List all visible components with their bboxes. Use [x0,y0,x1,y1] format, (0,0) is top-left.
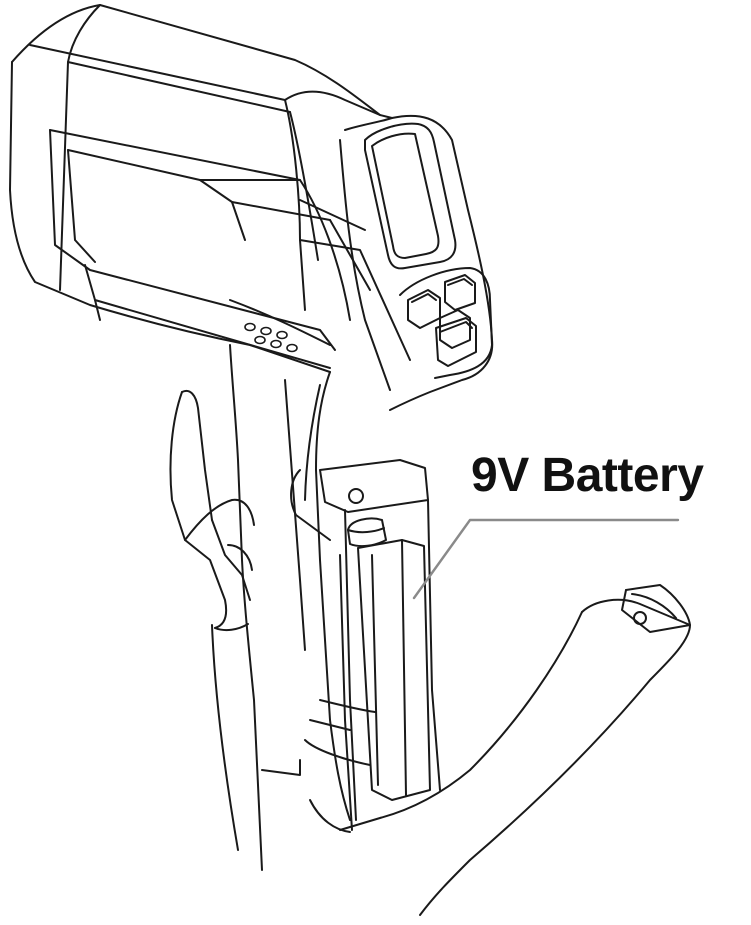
control-buttons [399,267,493,379]
button-center [439,309,471,349]
battery-door [309,584,691,916]
speaker-holes [244,322,298,353]
leader-line [412,518,680,600]
battery [304,517,431,801]
display-screen [364,122,457,270]
battery-compartment [290,459,441,831]
button-top [444,274,476,311]
housing [9,4,494,411]
trigger [169,389,255,632]
callout-leader [412,518,680,600]
button-bottom [435,317,477,367]
handle [211,344,351,871]
battery-callout-label: 9V Battery [471,449,704,502]
